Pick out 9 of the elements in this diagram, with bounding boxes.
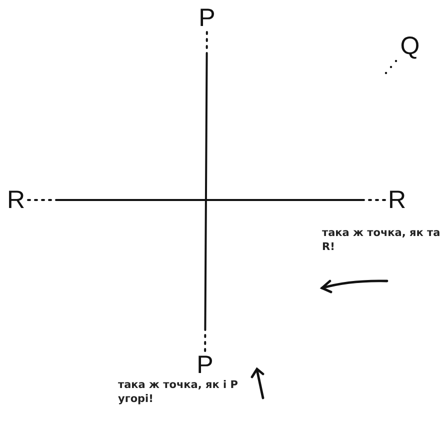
axis-line bbox=[204, 31, 208, 352]
note-text: така ж точка, як і P угорі! bbox=[118, 378, 238, 410]
point-label: Q bbox=[398, 32, 422, 60]
point-label: R bbox=[4, 186, 28, 214]
point-label: P bbox=[195, 4, 219, 32]
note-text: така ж точка, як та R! bbox=[322, 226, 442, 258]
point-label: P bbox=[193, 351, 217, 379]
point-label: R bbox=[385, 186, 409, 214]
axis-line bbox=[27, 199, 386, 201]
